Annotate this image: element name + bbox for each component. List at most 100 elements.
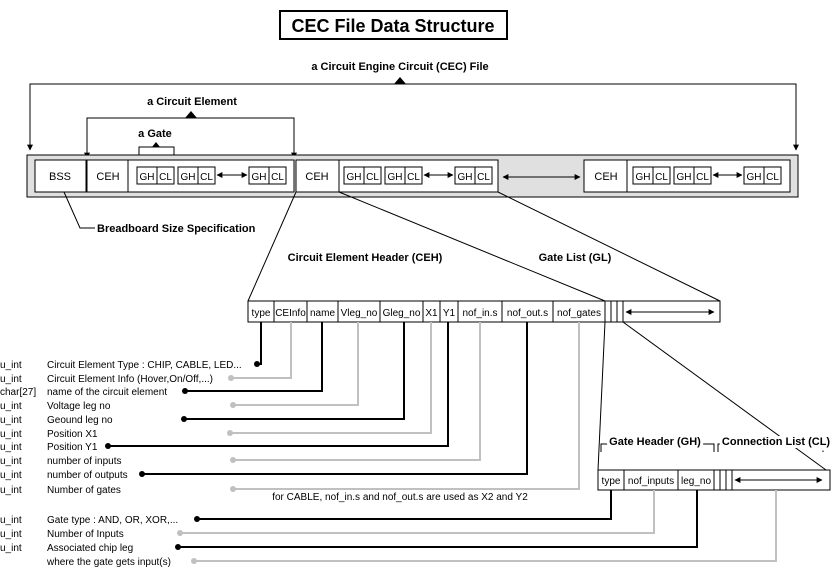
ceh-field-1: CEInfo	[275, 308, 306, 319]
svg-text:CL: CL	[159, 172, 172, 183]
ceh-dot-6	[105, 443, 111, 449]
ceh-connector-1	[231, 322, 292, 379]
ceh-desc-text-4: Geound leg no	[47, 415, 113, 426]
ceh-desc-text-0: Circuit Element Type : CHIP, CABLE, LED.…	[47, 360, 242, 371]
gh-connectors	[175, 490, 777, 564]
gl-title: Gate List (GL)	[539, 252, 612, 264]
ceh-desc-text-3: Voltage leg no	[47, 401, 111, 412]
gate-cells-1: GH CL GH CL GH CL	[136, 166, 287, 185]
gate-cells-3: GH CL GH CL GH CL	[632, 166, 782, 185]
svg-text:GH: GH	[252, 172, 267, 183]
ceh-desc-text-6: Position Y1	[47, 442, 98, 453]
ceh-desc-type-1: u_int	[0, 374, 22, 385]
ceh-dot-1	[228, 375, 234, 381]
zoom-line-left	[247, 191, 297, 302]
ceh-connector-6	[108, 322, 449, 447]
gate-cells-2: GH CL GH CL GH CL	[343, 166, 493, 185]
ceh-connector-2	[185, 322, 323, 392]
element-bracket	[86, 117, 295, 152]
ceh-desc-text-5: Position X1	[47, 429, 98, 440]
ceh-desc-text-9: Number of gates	[47, 485, 121, 496]
svg-text:GH: GH	[677, 172, 692, 183]
svg-text:GH: GH	[388, 172, 403, 183]
ceh-desc-text-2: name of the circuit element	[47, 387, 167, 398]
gh-connector-0	[197, 490, 612, 520]
gh-field-0: type	[602, 476, 621, 487]
ceh-field-5: X1	[425, 308, 438, 319]
bss-text: BSS	[49, 171, 71, 183]
gh-connector-1	[180, 490, 655, 534]
bss-description: Breadboard Size Specification	[97, 223, 256, 235]
ceh-row	[247, 300, 721, 323]
gh-desc-text-2: Associated chip leg	[47, 543, 133, 554]
gh-connector-2	[178, 490, 698, 548]
title-box	[279, 10, 508, 40]
ceh-desc-type-7: u_int	[0, 456, 22, 467]
file-label: a Circuit Engine Circuit (CEC) File	[311, 61, 488, 73]
svg-text:GH: GH	[347, 172, 362, 183]
ceh-connector-8	[142, 322, 528, 475]
ceh-connectors	[105, 322, 580, 492]
ceh-connector-9	[233, 322, 580, 490]
svg-text:GH: GH	[458, 172, 473, 183]
ceh-field-0: type	[252, 308, 271, 319]
gh-zoom-right	[622, 321, 827, 471]
ceh-desc-text-7: number of inputs	[47, 456, 122, 467]
svg-text:CL: CL	[766, 172, 779, 183]
gh-bracket	[600, 443, 715, 452]
ceh-field-4: Gleg_no	[383, 308, 421, 319]
svg-text:GH: GH	[140, 172, 155, 183]
gh-field-2: leg_no	[681, 476, 711, 487]
svg-text:CL: CL	[407, 172, 420, 183]
ceh-dot-3	[230, 402, 236, 408]
gh-desc-type-0: u_int	[0, 515, 22, 526]
ceh-dot-9	[230, 486, 236, 492]
zoom-line-mid	[338, 191, 606, 302]
svg-text:CL: CL	[271, 172, 284, 183]
element-bracket-tip	[185, 111, 197, 118]
ceh-desc-type-4: u_int	[0, 415, 22, 426]
cl-bracket	[717, 443, 824, 452]
ceh-desc-text-8: number of outputs	[47, 470, 128, 481]
diagram-title: CEC File Data Structure	[291, 16, 494, 36]
ceh-desc-type-2: char[27]	[0, 387, 36, 398]
ceh-desc-type-0: u_int	[0, 360, 22, 371]
file-bracket-tip	[394, 77, 406, 84]
ceh-connector-0	[257, 322, 262, 365]
ceh-field-7: nof_in.s	[462, 308, 497, 319]
svg-text:CL: CL	[696, 172, 709, 183]
ceh-connector-7	[233, 322, 481, 461]
svg-text:CL: CL	[200, 172, 213, 183]
svg-text:GH: GH	[747, 172, 762, 183]
gh-dot-2	[175, 544, 181, 550]
gh-desc-text-0: Gate type : AND, OR, XOR,...	[47, 515, 178, 526]
gh-connector-3	[194, 490, 777, 562]
ceh-field-6: Y1	[443, 308, 456, 319]
ceh-desc-type-8: u_int	[0, 470, 22, 481]
ceh-connector-5	[230, 322, 432, 434]
ceh-text-3: CEH	[594, 171, 617, 183]
ceh-connector-3	[233, 322, 359, 406]
ceh-desc-type-6: u_int	[0, 442, 22, 453]
bss-callout-line	[63, 191, 95, 229]
ceh-title: Circuit Element Header (CEH)	[288, 252, 443, 264]
ceh-dot-0	[254, 361, 260, 367]
gh-title: Gate Header (GH)	[609, 436, 701, 448]
gh-dot-1	[177, 530, 183, 536]
ceh-desc-type-3: u_int	[0, 401, 22, 412]
gh-field-1: nof_inputs	[628, 476, 674, 487]
gate-label: a Gate	[138, 128, 172, 140]
file-bracket	[29, 83, 797, 148]
svg-text:CL: CL	[655, 172, 668, 183]
gh-desc-type-2: u_int	[0, 543, 22, 554]
svg-text:GH: GH	[636, 172, 651, 183]
ceh-dot-4	[181, 416, 187, 422]
svg-text:CL: CL	[366, 172, 379, 183]
ceh-dot-2	[182, 388, 188, 394]
ceh-desc-text-1: Circuit Element Info (Hover,On/Off,...)	[47, 374, 213, 385]
gh-desc-type-1: u_int	[0, 529, 22, 540]
ceh-dot-8	[139, 471, 145, 477]
ceh-field-9: nof_gates	[557, 308, 601, 319]
